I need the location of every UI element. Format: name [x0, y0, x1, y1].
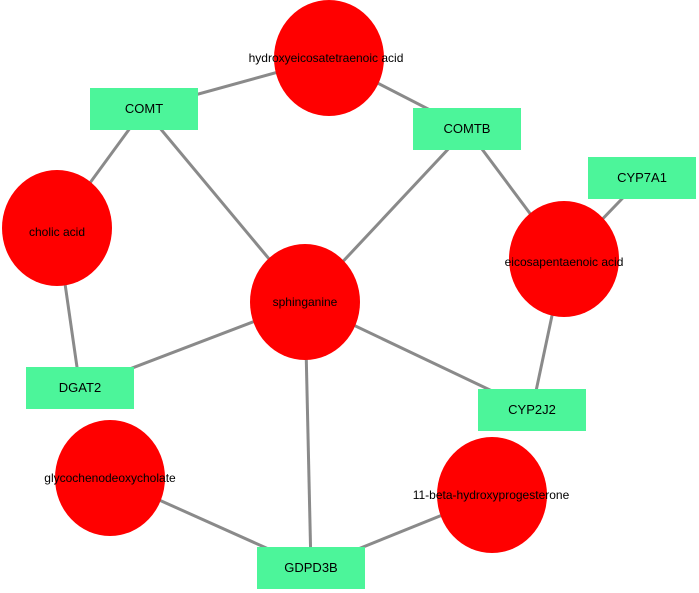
node-label: GDPD3B — [284, 560, 337, 575]
node-label: COMT — [125, 101, 163, 116]
gene-rect — [26, 367, 134, 409]
node-label: CYP2J2 — [508, 402, 556, 417]
node-label: cholic acid — [29, 225, 85, 239]
node-label: glycochenodeoxycholate — [44, 471, 176, 485]
node-comt[interactable]: COMT — [90, 88, 198, 130]
node-eicosapentaenoic-acid[interactable]: eicosapentaenoic acid — [505, 201, 624, 317]
node-label: COMTB — [444, 121, 491, 136]
node-dgat2[interactable]: DGAT2 — [26, 367, 134, 409]
node-comtb[interactable]: COMTB — [413, 108, 521, 150]
node-11-beta-hydroxyprogesterone[interactable]: 11-beta-hydroxyprogesterone — [413, 437, 570, 553]
node-cholic-acid[interactable]: cholic acid — [2, 170, 112, 286]
gene-rect — [413, 108, 521, 150]
metabolite-circle — [55, 420, 165, 536]
metabolite-circle — [250, 244, 360, 360]
node-cyp2j2[interactable]: CYP2J2 — [478, 389, 586, 431]
metabolite-circle — [2, 170, 112, 286]
gene-rect — [257, 547, 365, 589]
node-glycochenodeoxycholate[interactable]: glycochenodeoxycholate — [44, 420, 176, 536]
node-label: 11-beta-hydroxyprogesterone — [413, 488, 570, 502]
node-label: CYP7A1 — [617, 170, 667, 185]
node-label: hydroxyeicosatetraenoic acid — [249, 51, 404, 65]
gene-rect — [478, 389, 586, 431]
metabolite-circle — [274, 0, 384, 116]
node-label: sphinganine — [273, 295, 338, 309]
node-label: eicosapentaenoic acid — [505, 255, 624, 269]
node-gdpd3b[interactable]: GDPD3B — [257, 547, 365, 589]
node-cyp7a1[interactable]: CYP7A1 — [588, 157, 696, 199]
gene-rect — [588, 157, 696, 199]
gene-rect — [90, 88, 198, 130]
metabolite-circle — [437, 437, 547, 553]
node-label: DGAT2 — [59, 380, 101, 395]
node-hydroxyeicosatetraenoic-acid[interactable]: hydroxyeicosatetraenoic acid — [249, 0, 404, 116]
metabolite-circle — [509, 201, 619, 317]
node-sphinganine[interactable]: sphinganine — [250, 244, 360, 360]
